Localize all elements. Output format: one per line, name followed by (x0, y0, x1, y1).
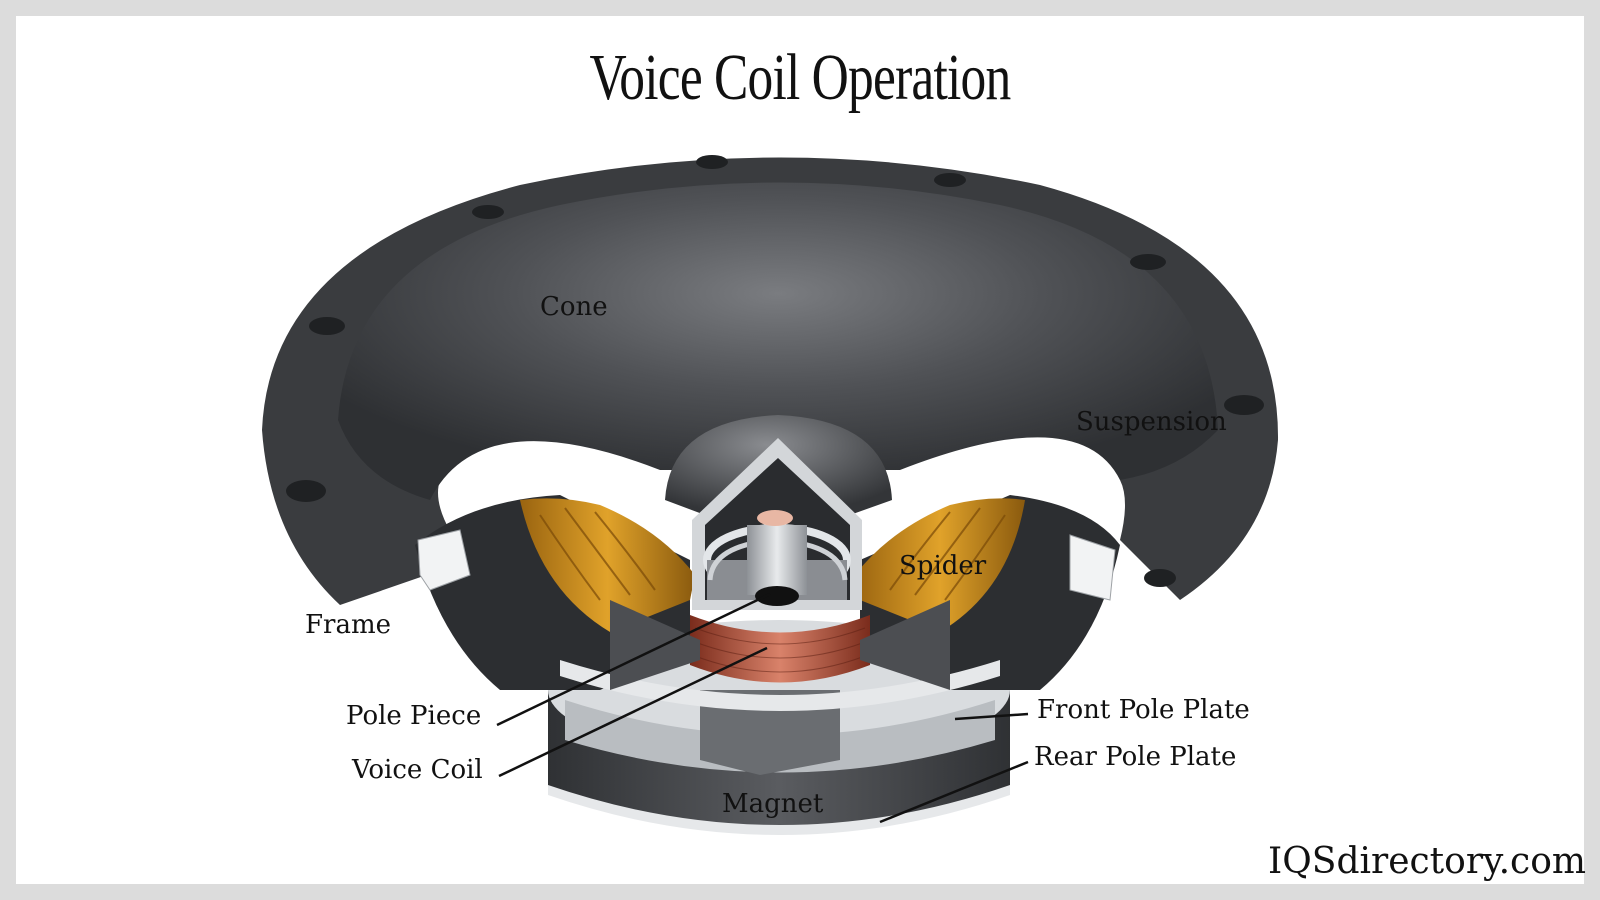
pole-piece (747, 510, 807, 606)
mounting-holes (286, 155, 1264, 587)
label-cone: Cone (540, 292, 608, 322)
diagram-title: Voice Coil Operation (589, 41, 1012, 114)
label-front-pole-plate: Front Pole Plate (1037, 695, 1250, 725)
label-voice-coil: Voice Coil (352, 755, 483, 785)
label-suspension: Suspension (1076, 407, 1227, 437)
voice-coil-copper (690, 615, 870, 683)
source-watermark: IQSdirectory.com (1268, 841, 1586, 882)
front-pole-plate (560, 600, 1000, 711)
leader-voice-coil (498, 646, 768, 778)
leader-front-pole-plate (954, 712, 1029, 721)
label-frame: Frame (305, 610, 392, 640)
leader-rear-pole-plate (879, 760, 1029, 824)
label-pole-piece: Pole Piece (346, 701, 482, 731)
leader-lines (496, 592, 1029, 824)
rear-pole-plate (565, 690, 995, 775)
label-magnet: Magnet (722, 789, 824, 819)
cone-surface (338, 182, 1218, 500)
spider-corrugation (520, 498, 1025, 632)
frame-cut-edges (417, 529, 1116, 601)
label-spider: Spider (899, 551, 987, 581)
leader-pole-piece (496, 592, 771, 727)
label-rear-pole-plate: Rear Pole Plate (1034, 742, 1237, 772)
